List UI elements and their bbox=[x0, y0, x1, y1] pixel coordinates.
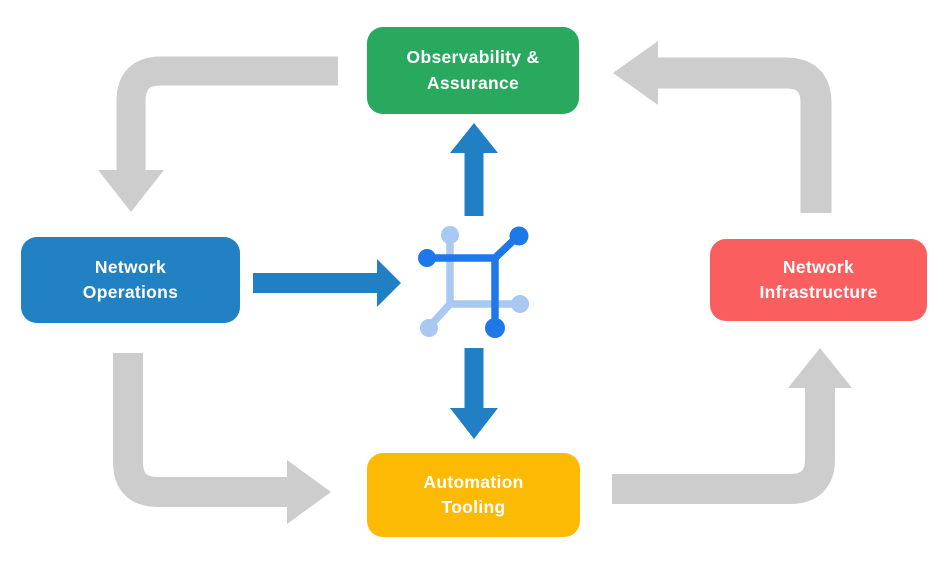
network-mesh-icon bbox=[418, 226, 529, 338]
arrow-center-to-observability bbox=[450, 123, 498, 216]
node-automation-tooling: Automation Tooling bbox=[367, 453, 580, 537]
node-operations-label: Network Operations bbox=[82, 256, 179, 302]
node-network-operations: Network Operations bbox=[21, 237, 240, 323]
node-infrastructure-label: Network Infrastructure bbox=[759, 256, 878, 302]
node-observability-assurance: Observability & Assurance bbox=[367, 27, 579, 114]
arrow-operations-to-center bbox=[253, 259, 401, 307]
arrow-observability-to-operations bbox=[98, 56, 338, 212]
arrow-infrastructure-to-observability bbox=[613, 41, 832, 213]
arrow-operations-to-automation bbox=[113, 353, 331, 524]
node-automation-label: Automation Tooling bbox=[423, 471, 524, 517]
node-observability-label: Observability & Assurance bbox=[406, 47, 540, 93]
node-network-infrastructure: Network Infrastructure bbox=[710, 239, 927, 321]
arrow-automation-to-infrastructure bbox=[612, 348, 852, 504]
arrow-center-to-automation bbox=[450, 348, 498, 439]
